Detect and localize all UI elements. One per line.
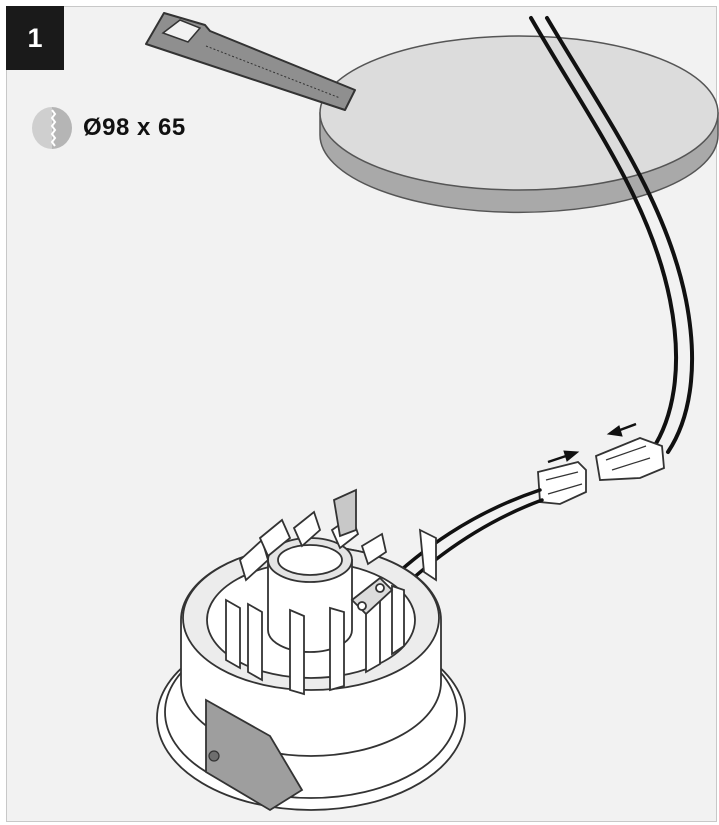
push-arrow-icon	[547, 422, 637, 464]
downlight-fixture	[156, 488, 466, 811]
fixture-label-plate	[205, 698, 304, 812]
saw-icon	[145, 12, 356, 111]
connector-plug-left	[537, 461, 587, 505]
connector-plug-right	[594, 437, 665, 481]
cutout-dimension: Ø98 x 65	[31, 106, 186, 150]
step-number-badge: 1	[6, 6, 64, 70]
hole-saw-icon	[32, 107, 72, 149]
ceiling-panel	[319, 35, 719, 214]
cutout-dimension-label: Ø98 x 65	[83, 114, 186, 141]
power-cable	[529, 16, 695, 454]
